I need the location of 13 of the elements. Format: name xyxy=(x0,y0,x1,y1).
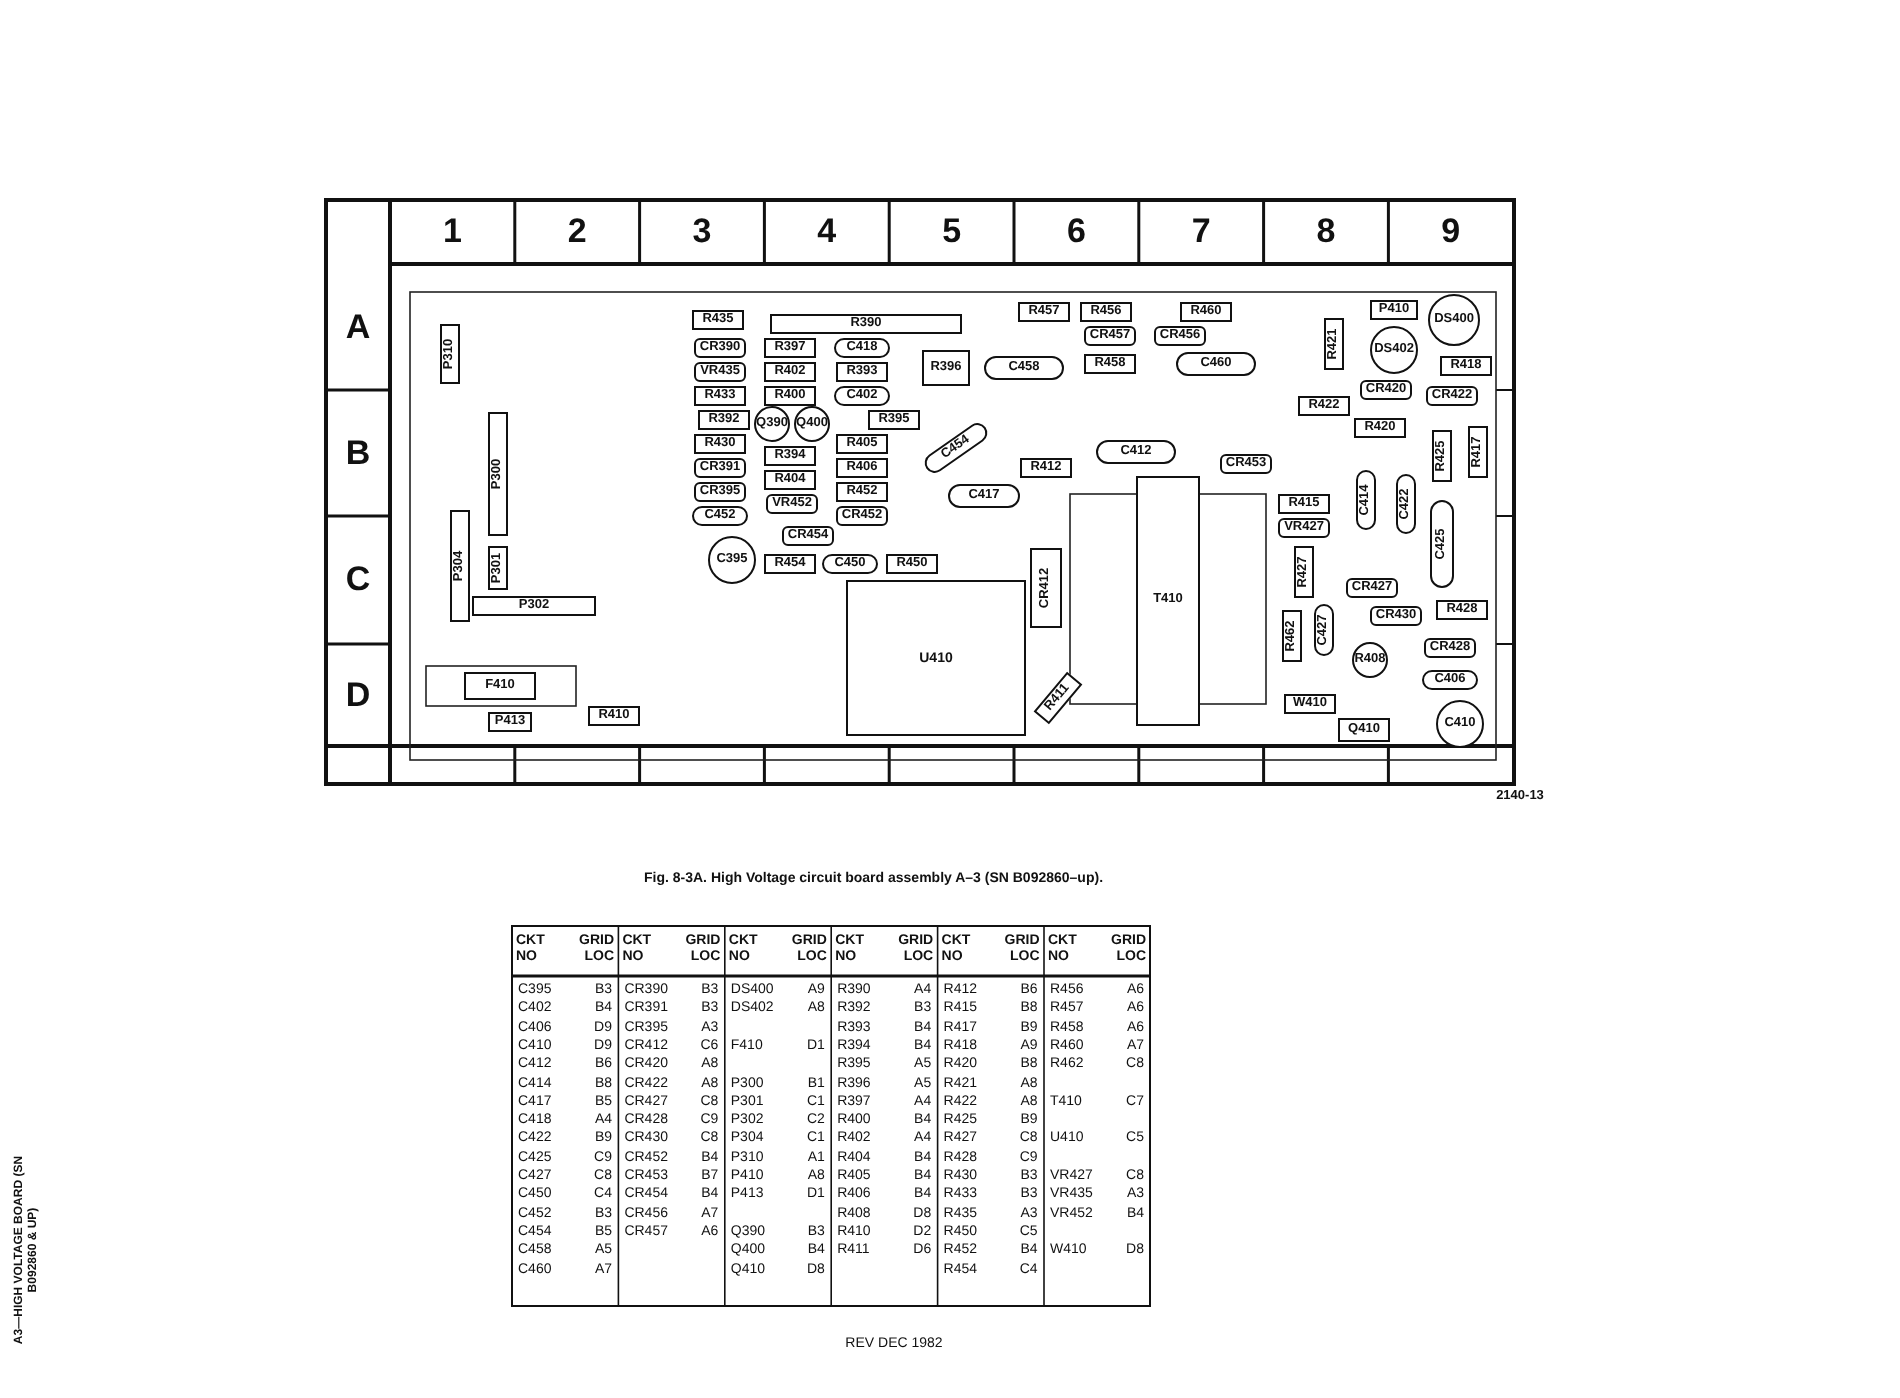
grid-row-letter: A xyxy=(345,307,371,347)
grid-column-number: 7 xyxy=(1191,212,1211,252)
grid-column-number: 3 xyxy=(692,212,712,252)
grid-column-number: 6 xyxy=(1066,212,1086,252)
grid-column-number: 1 xyxy=(442,212,462,252)
grid-column-number: 5 xyxy=(942,212,962,252)
grid-column-number: 8 xyxy=(1316,212,1336,252)
grid-row-letter: D xyxy=(345,675,371,715)
grid-column-number: 4 xyxy=(817,212,837,252)
grid-column-number: 9 xyxy=(1441,212,1461,252)
grid-column-number: 2 xyxy=(567,212,587,252)
grid-row-letter: B xyxy=(345,433,371,473)
grid-row-letter: C xyxy=(345,560,371,600)
